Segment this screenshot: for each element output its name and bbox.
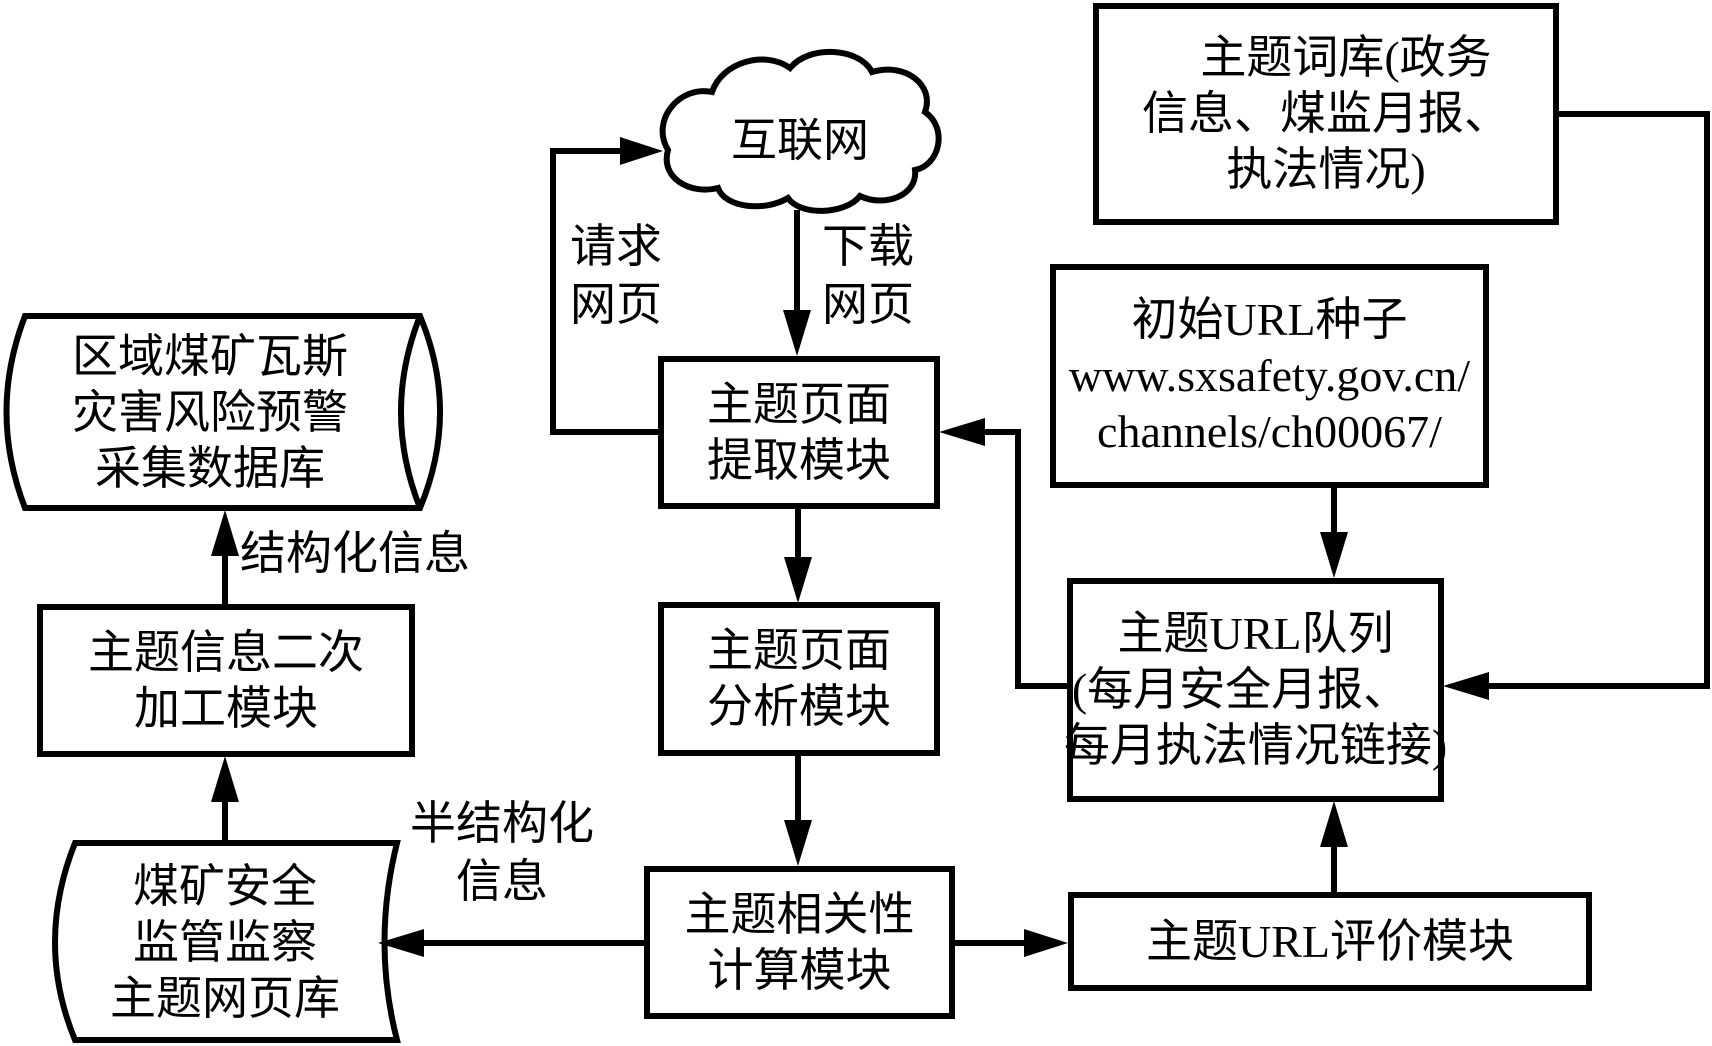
- relevance-line-2: 计算模块: [707, 944, 892, 996]
- evaluate-module: 主题URL评价模块: [1068, 892, 1592, 991]
- semi-structured-label-line-1: 半结构化: [410, 798, 594, 849]
- seed-box: 初始URL种子 www.sxsafety.gov.cn/ channels/ch…: [1050, 264, 1489, 488]
- download-label-line-1: 下载: [822, 221, 914, 272]
- queue-line-2: (每月安全月报、: [1071, 664, 1410, 715]
- arrowhead-analyze-relevance: [784, 820, 812, 866]
- edge-label-semi-structured: 半结构化 信息: [410, 795, 594, 911]
- arrowhead-pagedb-secondary: [211, 756, 239, 802]
- secondary-line-1: 主题信息二次: [88, 626, 364, 678]
- relevance-module: 主题相关性 计算模块: [644, 866, 955, 1019]
- arrowhead-lexicon-queue: [1443, 672, 1489, 700]
- lexicon-line-2: 信息、煤监月报、: [1142, 88, 1510, 139]
- arrowhead-download: [783, 310, 811, 356]
- warning-db-shape: [3, 313, 443, 511]
- arrowheads: [211, 137, 1489, 957]
- lexicon-box: 主题词库(政务 信息、煤监月报、 执法情况): [1093, 3, 1559, 225]
- arrowhead-relevance-evaluate: [1024, 929, 1068, 957]
- extract-line-2: 提取模块: [707, 434, 891, 486]
- extract-module: 主题页面 提取模块: [658, 356, 940, 509]
- warning-db-inner-curve: [398, 314, 423, 510]
- analyze-module: 主题页面 分析模块: [658, 602, 940, 756]
- edge-lines: [222, 111, 1710, 946]
- page-db-line-1: 煤矿安全: [133, 861, 317, 912]
- request-label-line-1: 请求: [570, 221, 662, 272]
- page-db-line-3: 主题网页库: [110, 973, 340, 1024]
- page-db-line-2: 监管监察: [133, 917, 317, 968]
- edge-request: [550, 148, 658, 435]
- queue-box: 主题URL队列 (每月安全月报、 每月执法情况链接): [1063, 578, 1448, 802]
- seed-url-line-2: channels/ch00067/: [1097, 406, 1442, 457]
- edge-label-request: 请求 网页: [570, 218, 662, 334]
- evaluate-label: 主题URL评价模块: [1146, 915, 1514, 967]
- edge-label-structured: 结构化信息: [240, 525, 470, 583]
- arrowhead-queue-extract: [939, 418, 985, 446]
- cloud-icon: [659, 48, 942, 214]
- queue-line-3: 每月执法情况链接): [1063, 720, 1448, 771]
- arrowhead-seed-queue: [1320, 532, 1348, 578]
- arrowhead-extract-analyze: [784, 557, 812, 603]
- warning-db: 区域煤矿瓦斯 灾害风险预警 采集数据库: [20, 320, 400, 506]
- seed-url-line-1: www.sxsafety.gov.cn/: [1068, 350, 1471, 401]
- arrowhead-secondary-warningdb: [211, 510, 239, 556]
- lexicon-line-3: 执法情况): [1226, 144, 1426, 195]
- analyze-line-1: 主题页面: [707, 625, 891, 676]
- analyze-line-2: 分析模块: [707, 681, 891, 732]
- semi-structured-label-line-2: 信息: [456, 856, 548, 907]
- lexicon-line-1: 主题词库(政务: [1200, 32, 1492, 83]
- edge-label-download: 下载 网页: [822, 218, 914, 334]
- warning-db-line-2: 灾害风险预警: [72, 387, 348, 438]
- warning-db-line-1: 区域煤矿瓦斯: [72, 331, 348, 382]
- download-label-line-2: 网页: [822, 279, 914, 330]
- structured-label: 结构化信息: [240, 528, 470, 579]
- warning-db-line-3: 采集数据库: [95, 443, 325, 494]
- edge-queue-extract: [970, 429, 1067, 689]
- arrowhead-relevance-pagedb: [378, 929, 424, 957]
- extract-line-1: 主题页面: [707, 378, 891, 430]
- internet-node: 互联网: [680, 96, 920, 186]
- internet-label: 互联网: [731, 115, 869, 166]
- request-label-line-2: 网页: [570, 279, 662, 330]
- arrowhead-evaluate-queue: [1320, 801, 1348, 847]
- seed-line-1: 初始URL种子: [1131, 294, 1408, 345]
- secondary-processing-module: 主题信息二次 加工模块: [37, 604, 415, 757]
- relevance-line-1: 主题相关性: [684, 888, 915, 940]
- edge-lexicon-queue: [1475, 111, 1710, 689]
- queue-line-1: 主题URL队列: [1117, 608, 1394, 659]
- secondary-line-2: 加工模块: [134, 682, 318, 734]
- arrowhead-request: [620, 137, 663, 165]
- page-db: 煤矿安全 监管监察 主题网页库: [60, 848, 390, 1038]
- page-db-shape: [52, 840, 401, 1043]
